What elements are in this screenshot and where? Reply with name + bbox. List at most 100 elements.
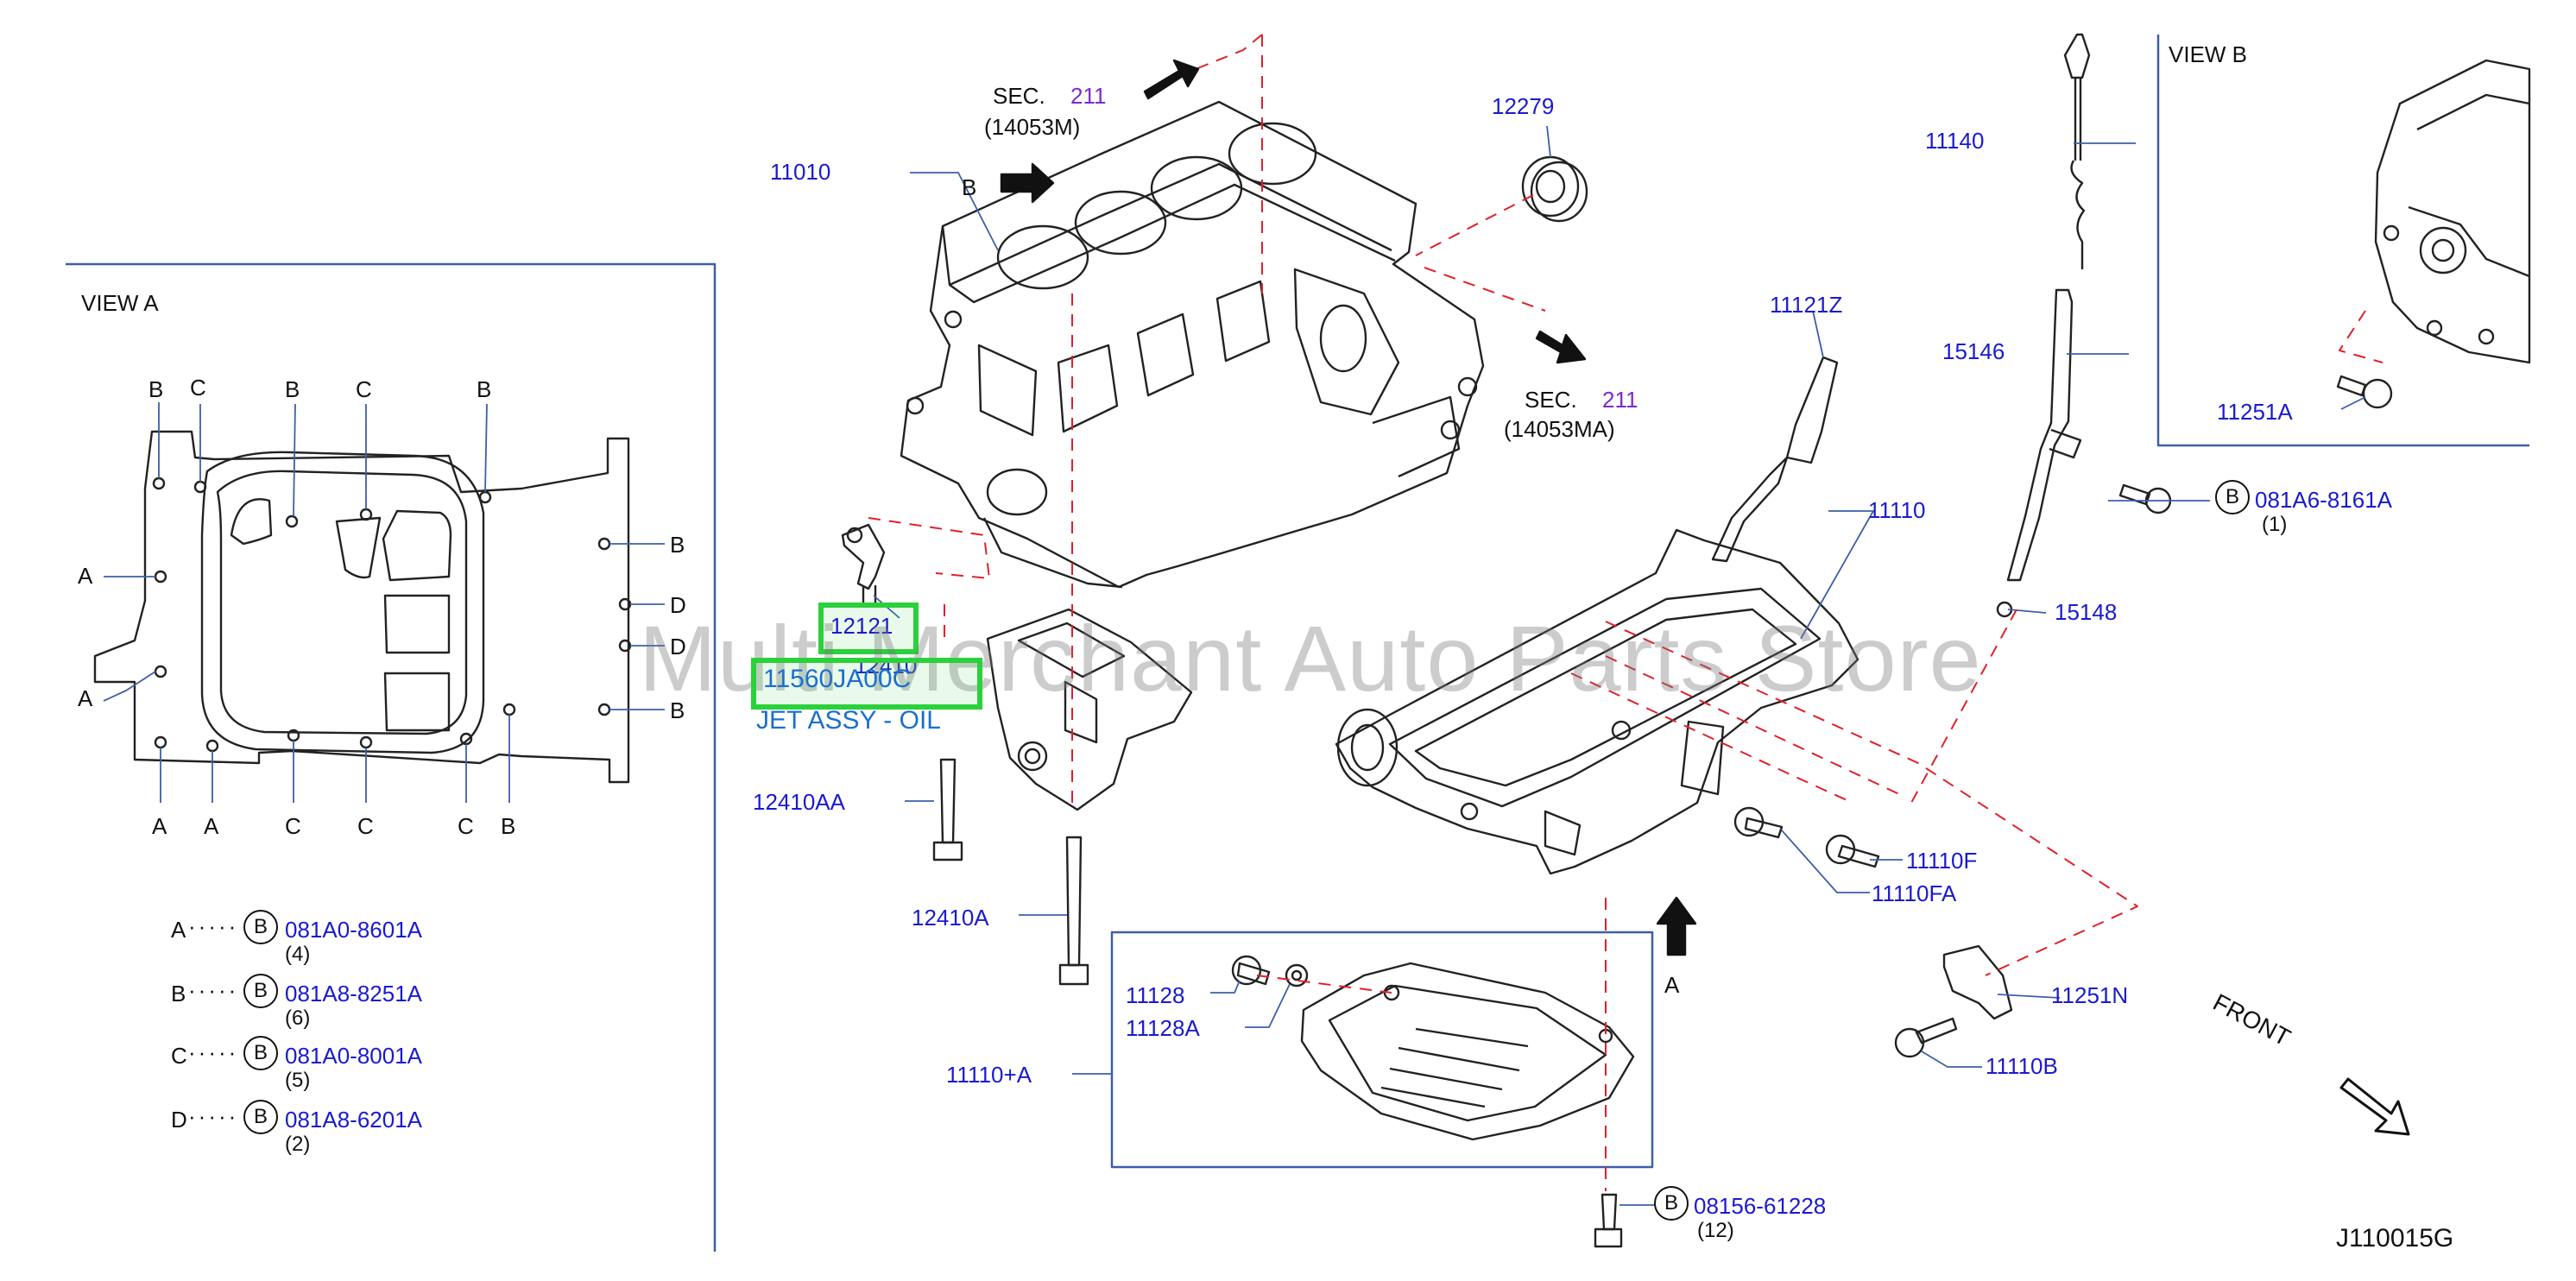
view-a-leaders [103,402,665,803]
part-11110fa[interactable]: 11110FA [1872,880,1957,906]
view-a-letter: B [501,813,516,839]
highlight-box-jet-assy [751,658,982,710]
bolt-081a6-qty: (1) [2262,513,2288,536]
front-arrow [2339,1077,2410,1136]
legend-code-circle: B [243,1100,278,1134]
part-11110[interactable]: 11110 [1868,497,1926,523]
tube-15146-drawing [1996,288,2082,618]
view-a-letter: C [190,375,206,401]
view-a-letter: B [148,376,164,402]
jet-assy-description: JET ASSY - OIL [756,706,941,735]
part-12279[interactable]: 12279 [1492,93,1555,119]
legend-dots: ····· [188,1039,239,1065]
view-a-letter: B [670,697,685,723]
sec-top-ref: (14053M) [984,114,1081,140]
part-15148[interactable]: 15148 [2055,599,2118,625]
view-a-marker: A [1664,972,1680,998]
bolt-081a6-code-circle: B [2215,480,2250,514]
small-bolts-drawing [1231,375,2393,1248]
legend-qty: (4) [285,943,311,966]
legend-qty: (6) [285,1006,311,1030]
part-12410a[interactable]: 12410A [912,905,989,931]
bolts-12410-drawing [932,758,1089,986]
bolt-08156-code-circle: B [1654,1186,1689,1221]
legend-part[interactable]: 081A8-8251A [285,981,423,1006]
view-a-letter: A [78,563,93,589]
view-a-letter: A [152,813,167,839]
part-11010[interactable]: 11010 [770,159,831,185]
assembly-lines [868,34,2383,1191]
view-b-marker: B [962,174,977,200]
legend-key: B [171,981,186,1006]
view-a-letter: C [356,376,372,402]
legend-qty: (5) [285,1069,311,1092]
sec-right-prefix: SEC. [1525,387,1577,413]
part-11110a[interactable]: 11110+A [946,1062,1032,1088]
legend-dots: ····· [188,1103,239,1129]
sec-top-prefix: SEC. [993,83,1045,109]
part-15146[interactable]: 15146 [1942,338,2005,364]
part-11251n[interactable]: 11251N [2051,982,2129,1008]
legend-code-circle: B [243,974,278,1008]
legend-dots: ····· [188,977,239,1003]
view-b-frame [2156,35,2529,447]
view-a-letter: C [285,813,301,839]
view-a-gasket-outline [93,430,632,784]
view-a-letter: B [670,532,685,558]
part-11560ja00c[interactable]: 11560JA00C [763,665,912,693]
part-12410aa[interactable]: 12410AA [753,789,845,815]
legend-key: D [171,1107,187,1133]
direction-arrows [1000,59,1697,956]
part-11251a[interactable]: 11251A [2217,399,2293,425]
dipstick-guide-11121z-drawing [1711,356,1839,563]
view-a-frame [66,262,717,1252]
legend-key: C [171,1043,187,1069]
sec-top-number[interactable]: 211 [1070,83,1107,109]
engine-block-drawing [900,100,1485,589]
oil-pan-lower-frame [1110,931,1654,1169]
part-11110f[interactable]: 11110F [1906,848,1978,874]
part-11121z[interactable]: 11121Z [1770,292,1843,318]
sec-right-number[interactable]: 211 [1602,387,1638,413]
legend-dots: ····· [188,913,239,939]
dipstick-11140-drawing [2063,33,2091,269]
view-a-title: VIEW A [81,290,159,316]
view-a-letter: B [477,376,492,402]
part-11110b[interactable]: 11110B [1986,1053,2058,1079]
view-b-drawing [2374,59,2531,364]
part-12121[interactable]: 12121 [830,613,893,639]
view-a-letter: C [458,813,474,839]
part-11128a[interactable]: 11128A [1126,1015,1200,1041]
legend-code-circle: B [243,1036,278,1070]
view-b-title: VIEW B [2169,41,2248,67]
sec-right-ref: (14053MA) [1504,416,1615,442]
part-leaders [873,125,2366,1206]
view-a-letter: D [670,592,686,618]
bracket-11251n-drawing [1942,944,2013,1020]
diagram-id: J110015G [2336,1224,2454,1253]
legend-part[interactable]: 081A0-8601A [285,917,423,943]
oil-pan-lower-drawing [1300,962,1635,1141]
oil-pump-drawing [986,608,1193,811]
part-12121-drawing [841,523,886,604]
view-a-letter: D [670,634,686,659]
seal-12279-drawing [1521,155,1588,223]
part-11128[interactable]: 11128 [1126,982,1185,1008]
view-a-letter: B [285,376,300,402]
highlight-box-12121 [818,603,919,654]
view-a-letter: C [357,813,374,839]
part-081a6-8161a[interactable]: 081A6-8161A [2255,487,2393,513]
view-a-letter: A [204,813,219,839]
legend-part[interactable]: 081A8-6201A [285,1107,423,1133]
oil-pan-upper-drawing [1335,528,1859,875]
view-a-letter: A [78,685,93,711]
part-11140[interactable]: 11140 [1925,128,1985,154]
legend-key: A [171,917,186,943]
legend-qty: (2) [285,1133,311,1156]
legend-part[interactable]: 081A0-8001A [285,1043,423,1069]
legend-code-circle: B [243,910,278,944]
part-08156-61228[interactable]: 08156-61228 [1694,1193,1827,1219]
bolt-08156-qty: (12) [1697,1219,1734,1242]
